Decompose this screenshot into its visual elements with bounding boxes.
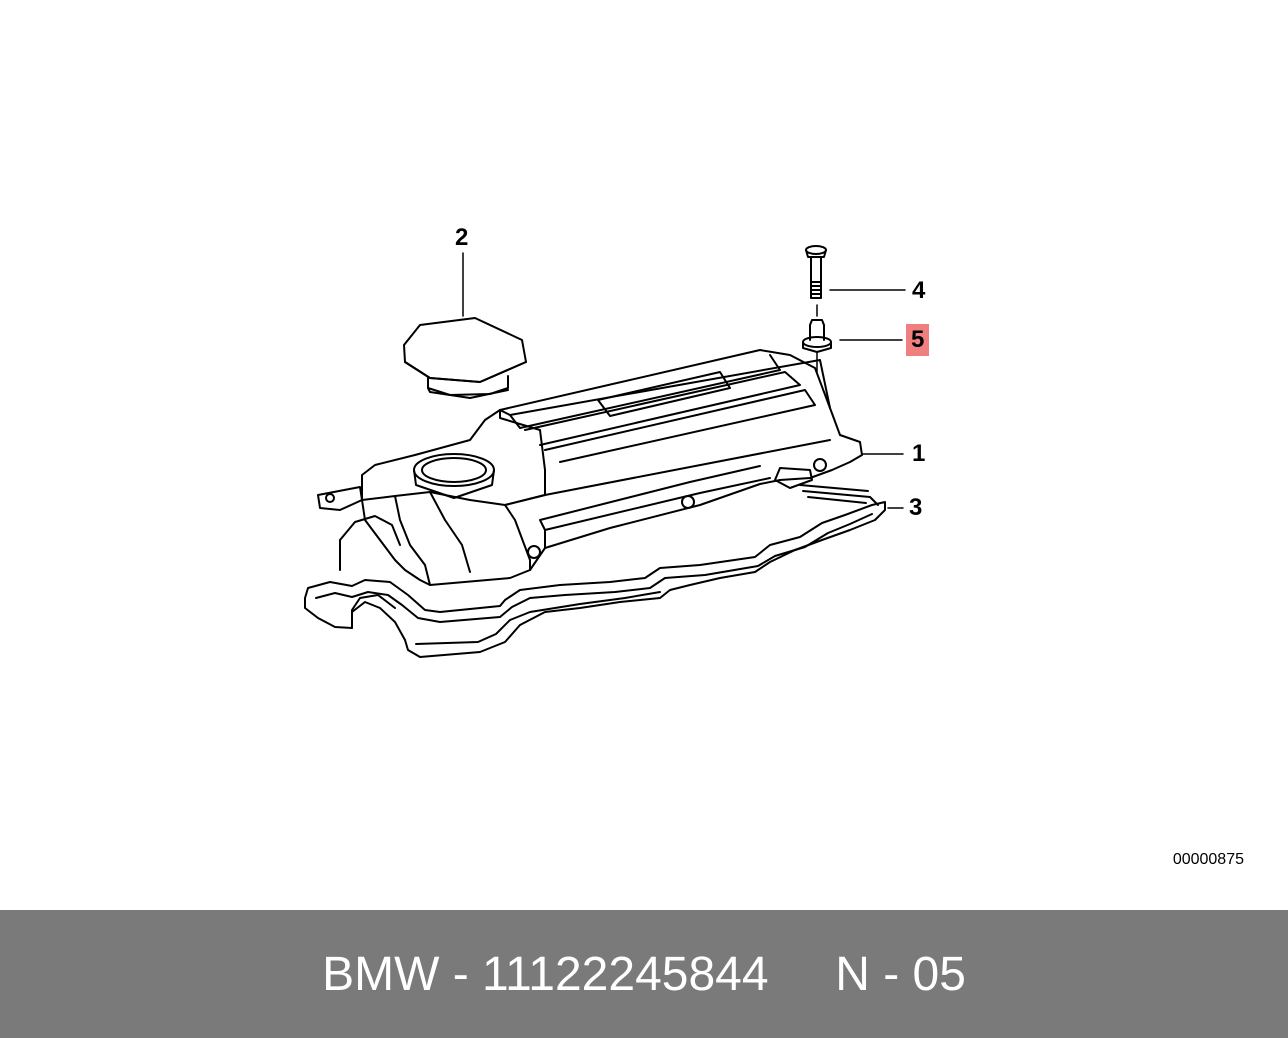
callout-1: 1 — [912, 440, 926, 467]
valve-cover-drawing — [304, 245, 906, 658]
filler-cap-drawing — [403, 317, 527, 399]
footer-bar: BMW - 11122245844 N - 05 — [0, 910, 1288, 1038]
diagram-id-label: 00000875 — [1172, 851, 1244, 868]
grommet-drawing — [802, 319, 832, 373]
parts-diagram: 2 4 5 1 3 00000875 — [304, 224, 1244, 868]
part-number-caption: BMW - 11122245844 N - 05 — [322, 947, 966, 1001]
callout-5-highlighted: 5 — [906, 324, 930, 356]
valve-cover-body — [317, 349, 863, 629]
callout-4: 4 — [912, 277, 926, 304]
bolt-drawing — [805, 245, 827, 299]
callout-2: 2 — [455, 224, 469, 251]
callout-3: 3 — [909, 494, 923, 521]
leader-lines — [462, 252, 906, 509]
gasket-drawing — [304, 484, 886, 658]
